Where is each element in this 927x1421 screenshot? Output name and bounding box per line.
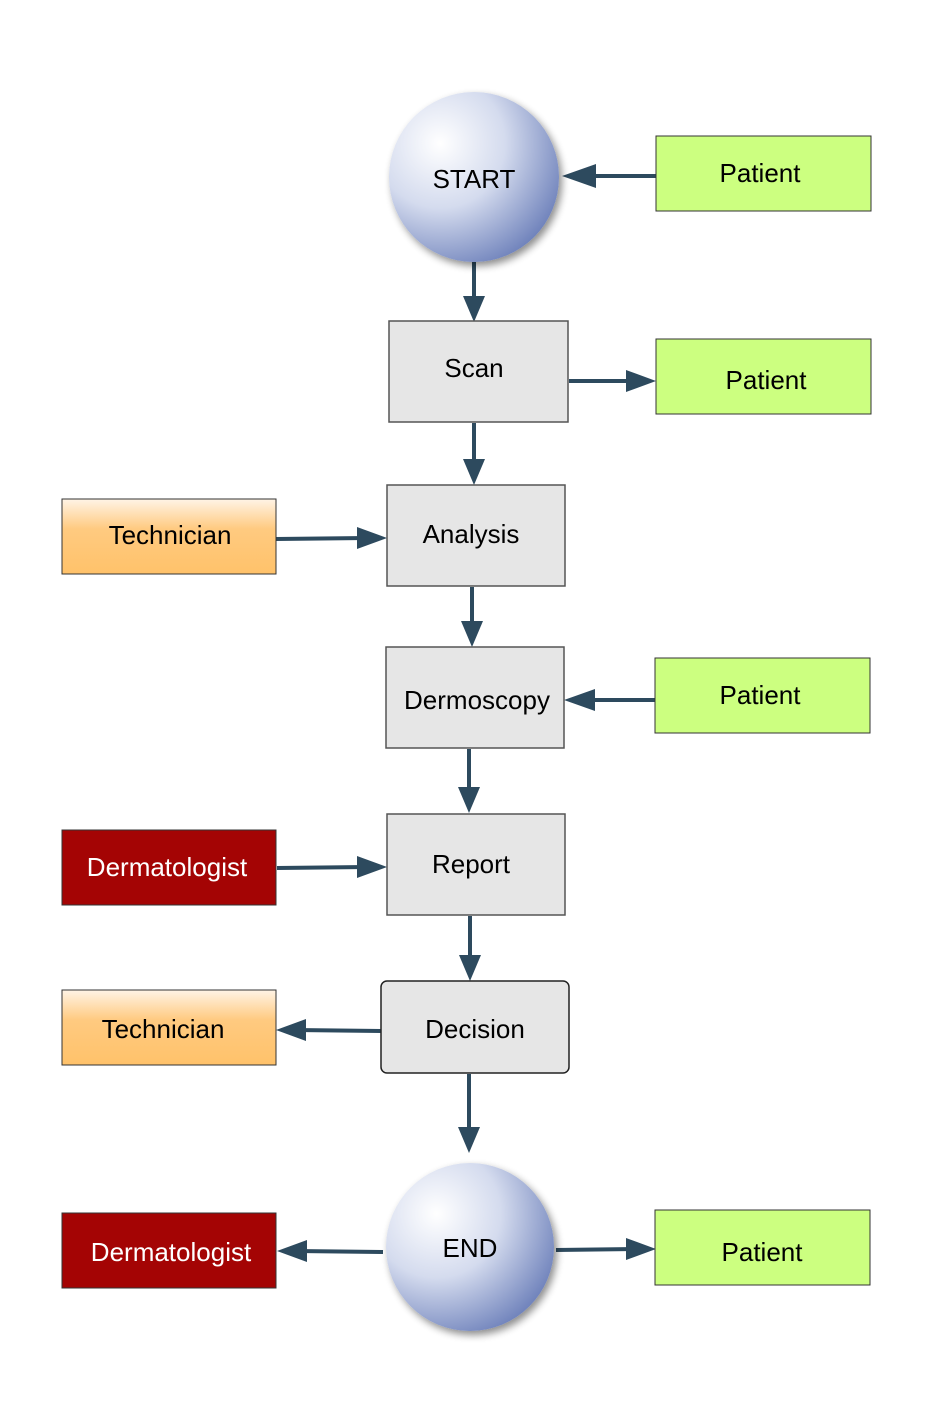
decision-box (380, 980, 570, 1074)
end-node: END (386, 1163, 554, 1331)
report-box (386, 813, 566, 916)
technician-analysis-actor: Technician (61, 498, 277, 575)
scan-label: Scan (444, 353, 503, 383)
report-node: Report (386, 813, 566, 916)
patient-dermoscopy-actor: Patient (654, 657, 871, 734)
arrow-decision-to-technician (294, 1028, 382, 1033)
arrowhead-decision-to-technician (276, 1019, 306, 1041)
dermoscopy-box (385, 646, 565, 749)
patient-end-label: Patient (722, 1237, 804, 1267)
analysis-box (386, 484, 566, 587)
scan-node: Scan (388, 320, 569, 423)
decision-label: Decision (425, 1014, 525, 1044)
technician-decision-label: Technician (102, 1014, 225, 1044)
start-circle (389, 92, 559, 262)
dermatologist-end-label: Dermatologist (91, 1237, 252, 1267)
dermoscopy-node: Dermoscopy (385, 646, 565, 749)
dermatologist-end-box (61, 1212, 277, 1289)
arrow-technician-to-analysis (275, 536, 368, 541)
arrow-end-to-dermatologist (295, 1249, 384, 1254)
arrowhead-dermatologist-to-report (357, 856, 387, 878)
report-label: Report (432, 849, 511, 879)
patient-scan-actor: Patient (655, 338, 872, 415)
arrowhead-patient-to-dermoscopy (564, 689, 595, 711)
arrowhead-dermoscopy-to-report (458, 787, 480, 813)
arrowhead-scan-to-patient (626, 370, 656, 392)
patient-end-box (654, 1209, 871, 1286)
dermatologist-report-box (61, 829, 277, 906)
technician-analysis-label: Technician (109, 520, 232, 550)
patient-end-actor: Patient (654, 1209, 871, 1286)
patient-start-actor: Patient (655, 135, 872, 212)
scan-box (388, 320, 569, 423)
patient-dermoscopy-label: Patient (720, 680, 802, 710)
arrowhead-report-to-decision (459, 955, 481, 981)
analysis-node: Analysis (386, 484, 566, 587)
start-label: START (433, 164, 516, 194)
arrowhead-technician-to-analysis (357, 527, 387, 549)
arrowhead-scan-to-analysis (463, 459, 485, 485)
dermatologist-report-actor: Dermatologist (61, 829, 277, 906)
arrow-dermatologist-to-report (276, 865, 368, 870)
arrowhead-start-to-scan (463, 296, 485, 322)
technician-decision-actor: Technician (61, 989, 277, 1066)
patient-scan-box (655, 338, 872, 415)
arrowhead-analysis-to-dermoscopy (461, 621, 483, 647)
end-circle (386, 1163, 554, 1331)
patient-start-label: Patient (720, 158, 802, 188)
connectors (275, 164, 656, 1262)
arrowhead-patient-to-start (562, 164, 596, 188)
dermatologist-report-label: Dermatologist (87, 852, 248, 882)
technician-decision-box (61, 989, 277, 1066)
start-node: START (389, 92, 559, 262)
dermoscopy-label: Dermoscopy (404, 685, 550, 715)
dermatologist-end-actor: Dermatologist (61, 1212, 277, 1289)
patient-scan-label: Patient (726, 365, 808, 395)
arrowhead-decision-to-end (458, 1127, 480, 1153)
arrowhead-end-to-dermatologist (277, 1240, 307, 1262)
patient-dermoscopy-box (654, 657, 871, 734)
decision-node: Decision (380, 980, 570, 1074)
analysis-label: Analysis (423, 519, 520, 549)
patient-start-box (655, 135, 872, 212)
arrowhead-end-to-patient (626, 1238, 656, 1260)
arrow-end-to-patient (555, 1247, 637, 1252)
technician-analysis-box (61, 498, 277, 575)
end-label: END (443, 1233, 498, 1263)
